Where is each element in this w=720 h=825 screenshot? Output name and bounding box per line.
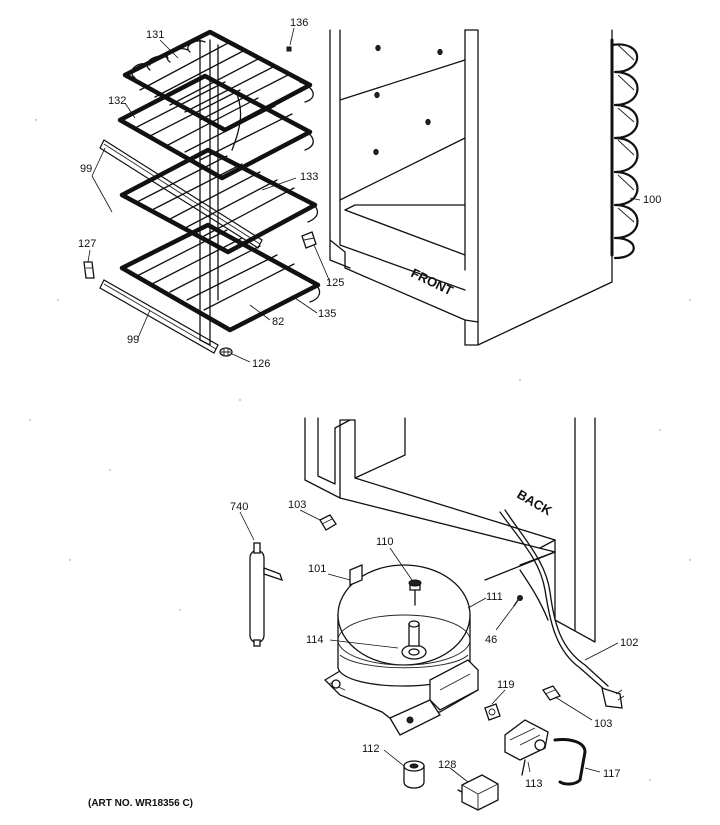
- callout-100: 100: [643, 194, 661, 206]
- callout-740: 740: [230, 501, 248, 513]
- callout-82: 82: [272, 316, 284, 328]
- part-127-clip: [83, 261, 95, 279]
- callout-111: 111: [486, 591, 503, 603]
- back-label: BACK: [515, 487, 556, 519]
- callout-112: 112: [362, 743, 380, 755]
- art-number: (ART NO. WR18356 C): [88, 798, 193, 809]
- part-46-screw: [513, 595, 523, 607]
- callout-125: 125: [326, 277, 344, 289]
- callout-46: 46: [485, 634, 497, 646]
- condenser-coil: [610, 38, 639, 260]
- callout-117: 117: [603, 768, 621, 780]
- part-740-drier: [249, 542, 284, 647]
- callout-102: 102: [620, 637, 638, 649]
- callout-103a: 103: [288, 499, 306, 511]
- callout-113: 113: [525, 778, 543, 790]
- part-110-bolt: [408, 579, 422, 606]
- callout-136: 136: [290, 17, 308, 29]
- part-112-grommet: [403, 760, 425, 789]
- part-125-clip: [301, 231, 317, 249]
- callout-99b: 99: [127, 334, 139, 346]
- part-113-relay: [504, 719, 549, 776]
- part-103-clip-upper: [319, 514, 337, 531]
- callout-128: 128: [438, 759, 456, 771]
- callout-114: 114: [306, 634, 324, 646]
- part-117-cover: [553, 738, 587, 786]
- cabinet-liner: [329, 29, 613, 346]
- callout-101: 101: [308, 563, 326, 575]
- callout-99a: 99: [80, 163, 92, 175]
- part-128-capacitor: [457, 774, 499, 811]
- part-136: [286, 46, 292, 52]
- part-119-overload: [484, 703, 501, 721]
- callout-132: 132: [108, 95, 126, 107]
- part-126-grommet: [219, 347, 233, 357]
- machine-compartment-cabinet: [304, 417, 596, 643]
- top-leaders: [87, 27, 641, 363]
- callout-110: 110: [376, 536, 394, 548]
- callout-127: 127: [78, 238, 96, 250]
- front-label: FRONT: [409, 265, 456, 298]
- callout-133: 133: [300, 171, 318, 183]
- callout-103b: 103: [594, 718, 612, 730]
- shelf-rail-lower: [99, 279, 219, 354]
- part-102-power-cord: [499, 509, 625, 709]
- scan-speckle: [29, 119, 691, 781]
- part-103-clip-lower: [541, 685, 562, 701]
- bottom-leaders: [239, 509, 619, 783]
- compressor: [323, 564, 479, 736]
- callout-135: 135: [318, 308, 336, 320]
- callout-119: 119: [497, 679, 515, 691]
- callout-126: 126: [252, 358, 270, 370]
- callout-131: 131: [146, 29, 164, 41]
- evaporator-shelves: [117, 29, 321, 346]
